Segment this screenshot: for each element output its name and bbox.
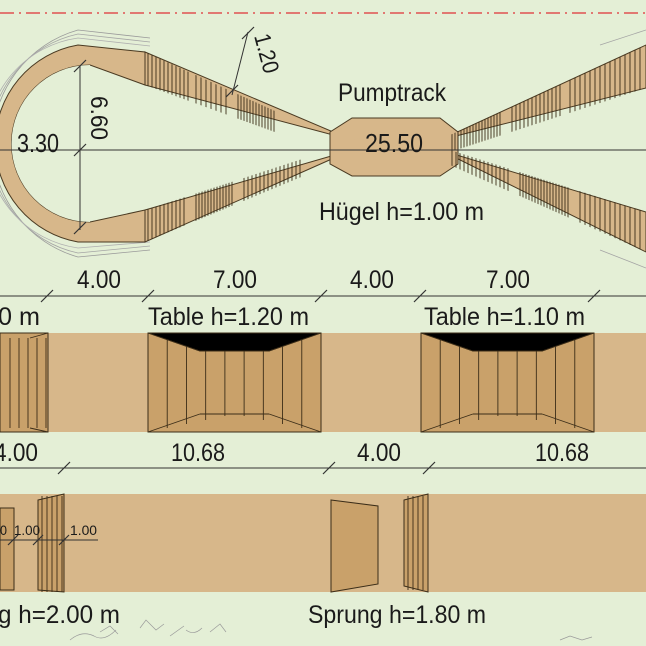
table-partial xyxy=(0,332,49,433)
row1-dim-3: 4.00 xyxy=(350,266,394,294)
pumptrack-hill-label: Hügel h=1.00 m xyxy=(319,198,484,226)
row2-dim-2: 10.68 xyxy=(171,439,225,467)
row1-dim-1: 4.00 xyxy=(77,266,121,294)
small-dim-0: 0 xyxy=(0,522,7,538)
table-label-2: Table h=1.10 m xyxy=(424,303,585,331)
row1-label-left: 0 m xyxy=(0,303,40,331)
row2-dim-3: 4.00 xyxy=(357,439,401,467)
sketch-marks xyxy=(69,619,593,641)
loop-height-dim: 6.60 xyxy=(85,96,112,140)
jump-landing xyxy=(403,493,429,593)
row1-dim-4: 7.00 xyxy=(486,266,530,294)
row1-dim-2: 7.00 xyxy=(213,266,257,294)
row2-dim-1: 4.00 xyxy=(0,439,38,467)
pumptrack: Pumptrack 25.50 Hügel h=1.00 m 3.30 6.60… xyxy=(0,26,646,269)
small-dim-1: 1.00 xyxy=(14,522,40,538)
track-width-dim: 1.20 xyxy=(249,31,284,76)
jump-label-left: g h=2.00 m xyxy=(0,601,120,629)
table-label-1: Table h=1.20 m xyxy=(148,303,309,331)
pumptrack-hill xyxy=(329,117,459,177)
jump-takeoff xyxy=(330,499,379,593)
row2-dim-4: 10.68 xyxy=(535,439,589,467)
loop-offset-dim: 3.30 xyxy=(17,128,59,158)
pumptrack-title: Pumptrack xyxy=(338,79,446,107)
jump-label-right: Sprung h=1.80 m xyxy=(308,601,486,629)
small-dim-2: 1.00 xyxy=(70,522,97,538)
pumptrack-length: 25.50 xyxy=(365,128,423,158)
table-row: 4.00 7.00 4.00 7.00 0 m Table h=1.20 m T… xyxy=(0,266,646,433)
jump-row: 4.00 10.68 4.00 10.68 0 1.00 1.00 g h=2.… xyxy=(0,439,646,629)
